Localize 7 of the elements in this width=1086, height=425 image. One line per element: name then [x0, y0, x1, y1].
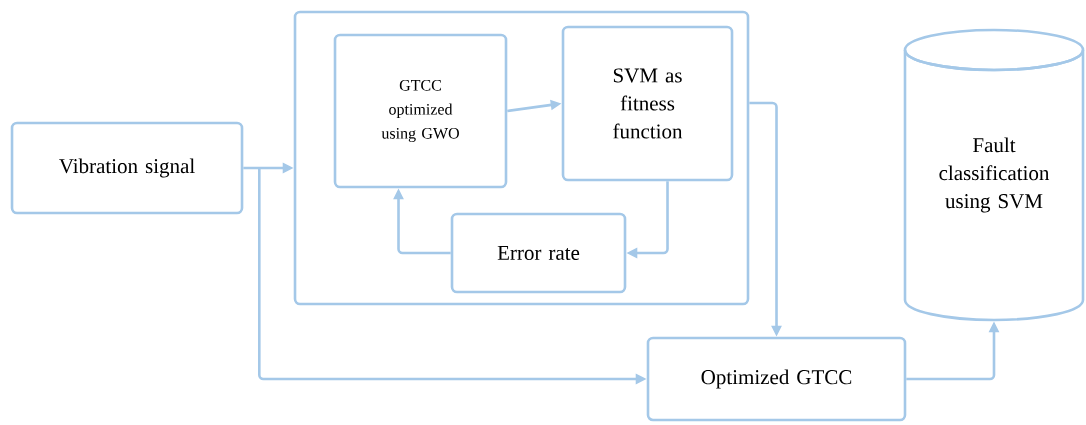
process-box: GTCC optimized using GWO [333, 33, 508, 189]
process-box: Error rate [450, 212, 627, 294]
process-box: SVM as fitness function [561, 25, 734, 182]
container-box [293, 10, 750, 306]
process-box: Optimized GTCC [646, 336, 907, 422]
database-cylinder: Fault classification using SVM [903, 28, 1085, 322]
process-box: Vibration signal [10, 121, 244, 215]
